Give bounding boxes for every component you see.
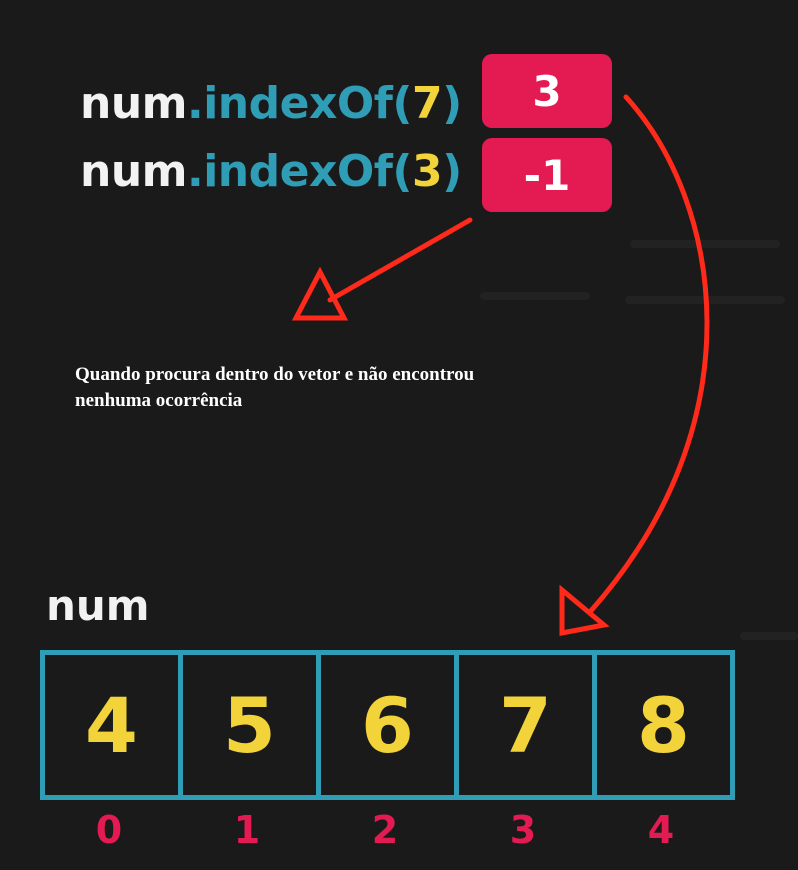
array-indices: 0 1 2 3 4 — [40, 808, 756, 852]
close-paren: ) — [442, 78, 462, 129]
array-index: 3 — [509, 808, 537, 852]
array-index: 0 — [95, 808, 123, 852]
array-cell: 6 — [316, 650, 459, 800]
result-badge-not-found: -1 — [482, 138, 612, 212]
array-cell: 4 — [40, 650, 183, 800]
indexof-call-7: num.indexOf(7) — [80, 82, 462, 126]
array-cell: 8 — [592, 650, 735, 800]
method-argument: 7 — [412, 78, 443, 129]
background-line — [740, 632, 798, 640]
dot-operator: . — [187, 146, 204, 197]
array-index: 2 — [371, 808, 399, 852]
method-name: indexOf — [203, 146, 393, 197]
open-paren: ( — [392, 78, 412, 129]
array-name-label: num — [46, 581, 150, 630]
method-argument: 3 — [412, 146, 443, 197]
background-line — [630, 240, 780, 248]
not-found-explanation: Quando procura dentro do vetor e não enc… — [75, 364, 475, 411]
indexof-call-3: num.indexOf(3) — [80, 150, 462, 194]
array-cell: 5 — [178, 650, 321, 800]
array-object-name: num — [80, 78, 188, 129]
method-name: indexOf — [203, 78, 393, 129]
array-object-name: num — [80, 146, 188, 197]
array-index: 4 — [647, 808, 675, 852]
dot-operator: . — [187, 78, 204, 129]
arrow-to-index-3 — [559, 94, 710, 637]
arrow-to-note — [291, 217, 473, 321]
result-badge-found: 3 — [482, 54, 612, 128]
array-index: 1 — [233, 808, 261, 852]
close-paren: ) — [442, 146, 462, 197]
open-paren: ( — [392, 146, 412, 197]
array-cells: 4 5 6 7 8 — [40, 650, 756, 800]
background-line — [480, 292, 590, 300]
array-cell: 7 — [454, 650, 597, 800]
